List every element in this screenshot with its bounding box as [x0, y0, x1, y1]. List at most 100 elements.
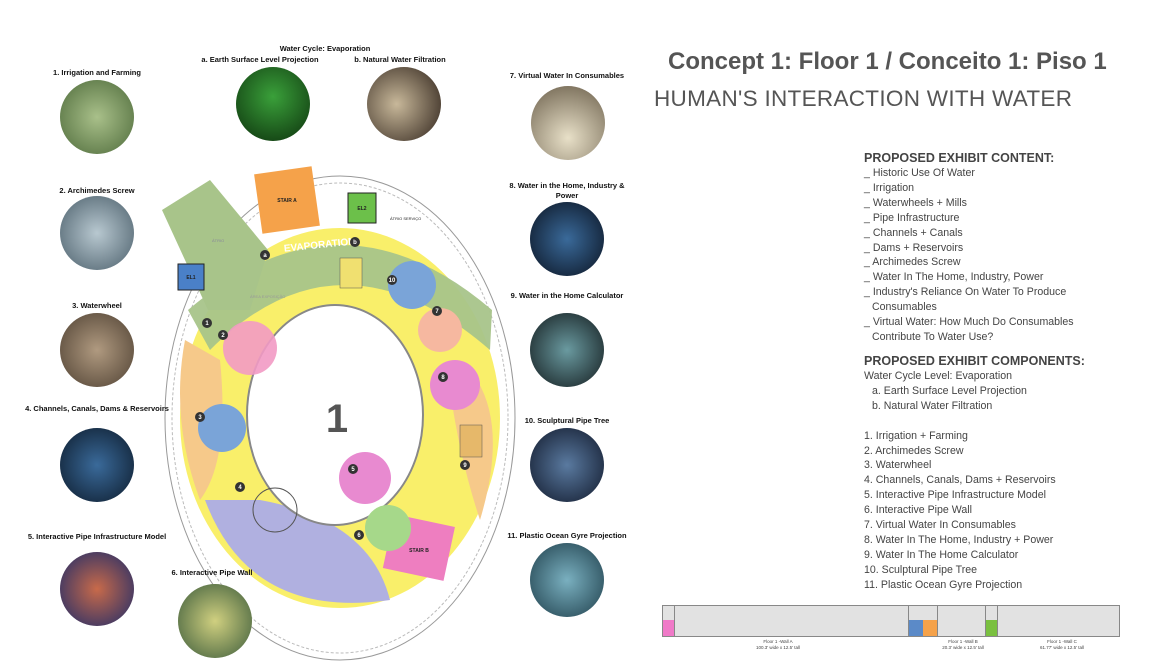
component-item: 4. Channels, Canals, Dams + Reservoirs	[864, 474, 1056, 487]
component-item: 6. Interactive Pipe Wall	[864, 504, 972, 517]
wall-b-size: 20.3' wide x 12.5' tall	[942, 645, 984, 650]
caption-4-text: 4. Channels, Canals, Dams & Reservoirs	[25, 404, 169, 413]
component-item: 5. Interactive Pipe Infrastructure Model	[864, 489, 1046, 502]
marker-a: a	[263, 253, 267, 259]
servico-label: ÁTRIO SERVIÇO	[390, 216, 421, 221]
stair-a-label: STAIR A	[277, 198, 297, 204]
marker-7: 7	[435, 309, 439, 315]
zone-5	[339, 452, 391, 504]
marker-1: 1	[205, 321, 209, 327]
caption-1: 1. Irrigation and Farming	[53, 68, 141, 77]
zone-10	[388, 261, 436, 309]
photo-natural-water-filtration	[367, 67, 441, 141]
zone-markers: 1 2 3 4 5 6 7 8 9 10 a b	[195, 237, 470, 540]
floor-number: 1	[326, 397, 348, 441]
stair-a	[254, 166, 320, 234]
floor-plan: 1 EVAPORATION STAIR A STAIR B EL2 EL1 ÁR…	[162, 166, 516, 661]
zone-8	[430, 360, 480, 410]
building-inner-outline	[171, 182, 509, 654]
filtration-icon	[339, 257, 363, 289]
content-item: _ Pipe Infrastructure	[864, 211, 960, 224]
marker-10: 10	[389, 278, 396, 284]
component-item: 9. Water In The Home Calculator	[864, 548, 1019, 561]
wall-b-panel	[908, 606, 938, 636]
component-wc-a: a. Earth Surface Level Projection	[872, 384, 1027, 397]
photo-10	[530, 428, 604, 502]
wall-a-name: Floor 1 -Wall A	[763, 639, 793, 644]
wall-b-name: Floor 1 -Wall B	[948, 639, 978, 644]
photo-6	[178, 584, 252, 658]
water-cycle-a-caption: a. Earth Surface Level Projection	[201, 55, 319, 64]
content-item: _ Archimedes Screw	[864, 256, 961, 269]
component-item: 8. Water In The Home, Industry + Power	[864, 533, 1054, 546]
caption-6: 6. Interactive Pipe Wall	[171, 568, 253, 577]
content-item: _ Irrigation	[864, 181, 915, 194]
water-cycle-b-caption: b. Natural Water Filtration	[354, 55, 446, 64]
content-item: _ Water In The Home, Industry, Power	[864, 271, 1044, 284]
wall-c-end	[985, 606, 998, 636]
wall-c-green-panel	[986, 620, 997, 636]
zone-3	[198, 404, 246, 452]
photo-earth-surface-projection	[236, 67, 310, 141]
purple-zone	[205, 500, 390, 603]
zone-2	[223, 321, 277, 375]
stair-b-label: STAIR B	[409, 548, 429, 554]
caption-11: 11. Plastic Ocean Gyre Projection	[507, 531, 627, 540]
page-subtitle: HUMAN'S INTERACTION WITH WATER	[654, 86, 1073, 111]
components-heading: PROPOSED EXHIBIT COMPONENTS:	[864, 353, 1085, 368]
caption-5: 5. Interactive Pipe Infrastructure Model	[27, 532, 167, 541]
atrio-label: ÁTRIO	[212, 238, 224, 243]
exhibit-content-panel: PROPOSED EXHIBIT CONTENT: _ Historic Use…	[864, 150, 1134, 593]
caption-9: 9. Water in the Home Calculator	[510, 291, 624, 300]
content-item: _ Channels + Canals	[864, 226, 963, 239]
wall-c-size: 61.77' wide x 12.5' tall	[1040, 645, 1084, 650]
wall-a-end	[663, 606, 675, 636]
content-item: _ Waterwheels + Mills	[864, 196, 967, 209]
photo-9	[530, 313, 604, 387]
content-item: Contribute To Water Use?	[872, 330, 994, 343]
marker-3: 3	[198, 415, 202, 421]
wall-b-blue-panel	[909, 620, 923, 636]
photo-7	[531, 86, 605, 160]
photo-3	[60, 313, 134, 387]
component-wc: Water Cycle Level: Evaporation	[864, 369, 1012, 382]
pipe-tree-icon	[459, 424, 483, 458]
caption-8: 8. Water in the Home, Industry & Power	[509, 181, 625, 200]
component-wc-b: b. Natural Water Filtration	[872, 399, 993, 412]
marker-9: 9	[463, 463, 467, 469]
el2-label: EL2	[357, 206, 366, 212]
marker-6: 6	[357, 533, 361, 539]
atrio-entry	[162, 180, 268, 310]
component-item: 2. Archimedes Screw	[864, 444, 964, 457]
caption-3: 3. Waterwheel	[72, 301, 122, 310]
photo-5	[60, 552, 134, 626]
caption-2: 2. Archimedes Screw	[59, 186, 135, 195]
component-item: 11. Plastic Ocean Gyre Projection	[864, 578, 1023, 591]
photo-4	[60, 428, 134, 502]
caption-10: 10. Sculptural Pipe Tree	[524, 416, 610, 425]
content-item: _ Historic Use Of Water	[864, 167, 975, 179]
wall-a-size: 100.3' wide x 12.5' tall	[756, 645, 800, 650]
zone-4-icon	[252, 487, 298, 533]
photo-8	[530, 202, 604, 276]
component-item: 3. Waterwheel	[864, 459, 932, 472]
wall-elevation-strip	[662, 605, 1120, 637]
component-item: 10. Sculptural Pipe Tree	[864, 563, 978, 576]
content-item: _ Dams + Reservoirs	[864, 241, 964, 254]
marker-2: 2	[221, 333, 225, 339]
content-item: _ Virtual Water: How Much Do Consumables	[864, 316, 1074, 329]
component-item: 7. Virtual Water In Consumables	[864, 519, 1016, 532]
page-title: Concept 1: Floor 1 / Conceito 1: Piso 1	[668, 48, 1107, 75]
marker-b: b	[353, 240, 357, 246]
wall-c-name: Floor 1 -Wall C	[1047, 639, 1077, 644]
elevator-2	[347, 192, 377, 224]
marker-5: 5	[351, 467, 355, 473]
photo-11	[530, 543, 604, 617]
caption-4: 4. Channels, Canals, Dams & Reservoirs	[17, 404, 177, 414]
photo-2	[60, 196, 134, 270]
content-item: Consumables	[872, 301, 937, 314]
area-label: ÁREA EXPOSIÇÃO	[250, 294, 285, 299]
